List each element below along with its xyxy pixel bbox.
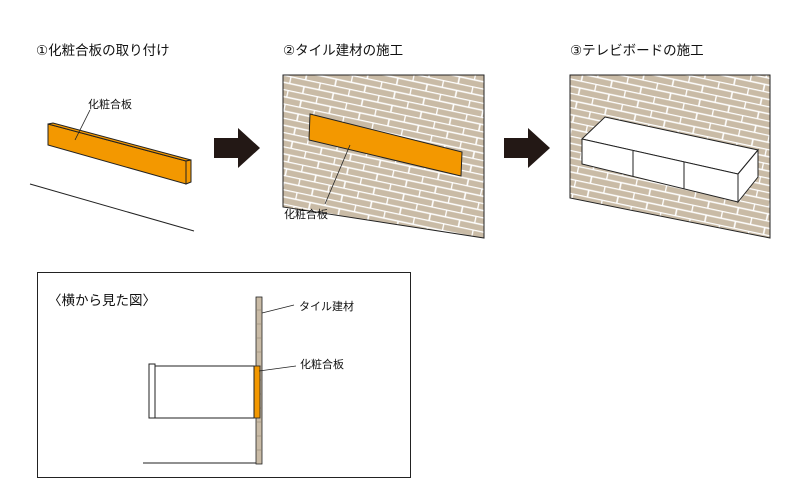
tile-wall-outline [282, 74, 485, 239]
side-view-illustration [143, 296, 297, 465]
side-plywood-label: 化粧合板 [300, 358, 344, 371]
side-tv-board-front [148, 363, 156, 419]
step1-illustration [29, 109, 195, 232]
arrow-right-icon [214, 128, 260, 168]
leader-line-plywood [258, 365, 297, 372]
plywood-on-wall [308, 113, 463, 177]
leader-line-2 [324, 144, 351, 205]
side-tv-board [154, 365, 255, 419]
leader-line-tile [261, 304, 295, 314]
floor-line [29, 183, 195, 232]
plywood-board-side [185, 159, 192, 185]
step3-title: ③テレビボードの施工 [570, 43, 704, 59]
step1-title: ①化粧合板の取り付け [36, 43, 170, 59]
step1-plywood-label: 化粧合板 [88, 98, 132, 111]
tv-board-side [737, 148, 759, 204]
step2-title: ②タイル建材の施工 [283, 43, 404, 59]
step3-illustration [569, 74, 771, 239]
tile-material-label: タイル建材 [299, 300, 354, 313]
tile-wall-outline [569, 74, 771, 239]
step2-plywood-label: 化粧合板 [284, 208, 328, 221]
side-view-title: 〈横から見た図〉 [48, 293, 156, 309]
side-view-box: 〈横から見た図〉 [37, 272, 411, 478]
arrow-right-icon [504, 128, 550, 168]
step2-illustration [282, 74, 485, 239]
leader-line-1 [74, 109, 91, 141]
